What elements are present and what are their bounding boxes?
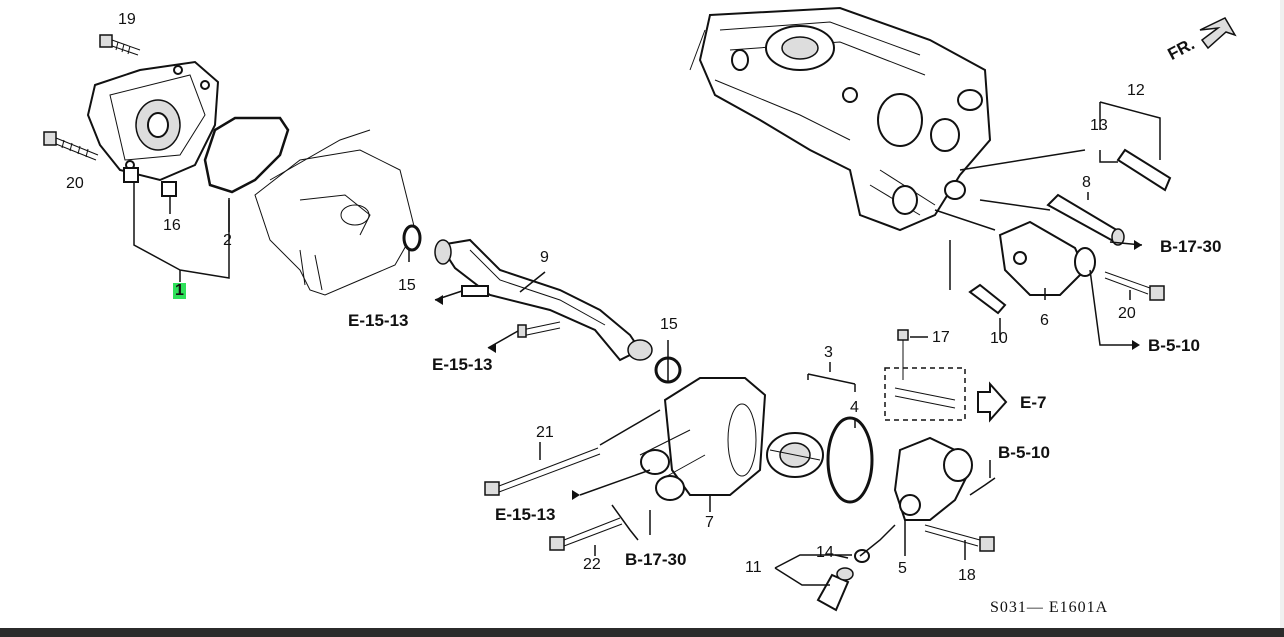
part-label-17: 17 (932, 329, 950, 346)
sensor-10-illustration (968, 283, 1007, 315)
part-label-1-highlighted[interactable]: 1 (173, 282, 186, 299)
water-outlet-5-illustration (893, 436, 973, 521)
diagram-code: S031— E1601A (990, 599, 1109, 616)
part-label-10: 10 (990, 330, 1008, 347)
reference-b-17-30-upper[interactable]: B-17-30 (1160, 237, 1222, 256)
part-label-22: 22 (583, 556, 601, 573)
part-label-21: 21 (536, 424, 554, 441)
o-ring-15-upper-illustration (402, 224, 422, 252)
reference-b-5-10-upper[interactable]: B-5-10 (1148, 336, 1200, 355)
part-label-15-lower: 15 (660, 316, 678, 333)
part-label-4: 4 (850, 399, 859, 416)
bolt-22-illustration (549, 517, 623, 551)
front-arrow-icon (1199, 17, 1237, 50)
engine-head-illustration (689, 6, 992, 232)
part-label-3: 3 (824, 344, 833, 361)
water-pipe-9-illustration (434, 238, 653, 362)
bolt-20-left-illustration (43, 131, 99, 161)
washer-14-illustration (854, 549, 870, 563)
connecting-pipe-6-illustration (998, 220, 1096, 296)
thermostat-3-illustration (766, 432, 824, 478)
scrollbar-track (1280, 0, 1284, 628)
sensor-11-illustration (816, 567, 854, 612)
dowel-pin-16-illustration (161, 181, 177, 197)
thermostat-gasket-4-illustration (826, 416, 874, 504)
part-label-11: 11 (745, 559, 762, 576)
bottom-bar (0, 628, 1284, 637)
bolt-21-illustration (484, 447, 601, 496)
connector-e-7-illustration (884, 367, 966, 421)
leader-lines (133, 101, 1161, 586)
part-label-20-left: 20 (66, 175, 84, 192)
part-label-20-right: 20 (1118, 305, 1136, 322)
cylinder-block-illustration (254, 129, 416, 296)
pump-gasket-2-illustration (203, 116, 290, 194)
part-label-16: 16 (163, 217, 181, 234)
thermostat-housing-7-illustration (639, 377, 767, 501)
reference-e-15-13-middle[interactable]: E-15-13 (432, 355, 493, 374)
bolt-19-illustration (99, 34, 141, 56)
goto-e-7-arrow-icon (977, 381, 1008, 423)
part-label-18: 18 (958, 567, 976, 584)
sensor-12-illustration (1116, 148, 1172, 192)
part-label-5: 5 (898, 560, 907, 577)
reference-arrowheads (435, 240, 1142, 500)
sensor-8-illustration (1046, 193, 1125, 246)
part-label-15-upper: 15 (398, 277, 416, 294)
part-label-12: 12 (1127, 82, 1145, 99)
bolt-18-illustration (924, 524, 995, 552)
part-label-19: 19 (118, 11, 136, 28)
reference-e-15-13-lower[interactable]: E-15-13 (495, 505, 556, 524)
part-label-6: 6 (1040, 312, 1049, 329)
reference-e-7[interactable]: E-7 (1020, 393, 1047, 412)
water-pump-illustration (86, 60, 220, 183)
bolt-e-15-13-upper-illustration (461, 285, 489, 297)
bolt-20-right-illustration (1104, 271, 1165, 301)
part-label-7: 7 (705, 514, 714, 531)
part-label-14: 14 (816, 544, 834, 561)
reference-b-17-30-lower[interactable]: B-17-30 (625, 550, 687, 569)
reference-e-15-13-upper[interactable]: E-15-13 (348, 311, 409, 330)
part-label-8: 8 (1082, 174, 1091, 191)
part-label-13: 13 (1090, 117, 1108, 134)
reference-b-5-10-lower[interactable]: B-5-10 (998, 443, 1050, 462)
part-label-9: 9 (540, 249, 549, 266)
bolt-e-15-13-lower-illustration (521, 321, 561, 337)
part-label-2: 2 (223, 232, 232, 249)
